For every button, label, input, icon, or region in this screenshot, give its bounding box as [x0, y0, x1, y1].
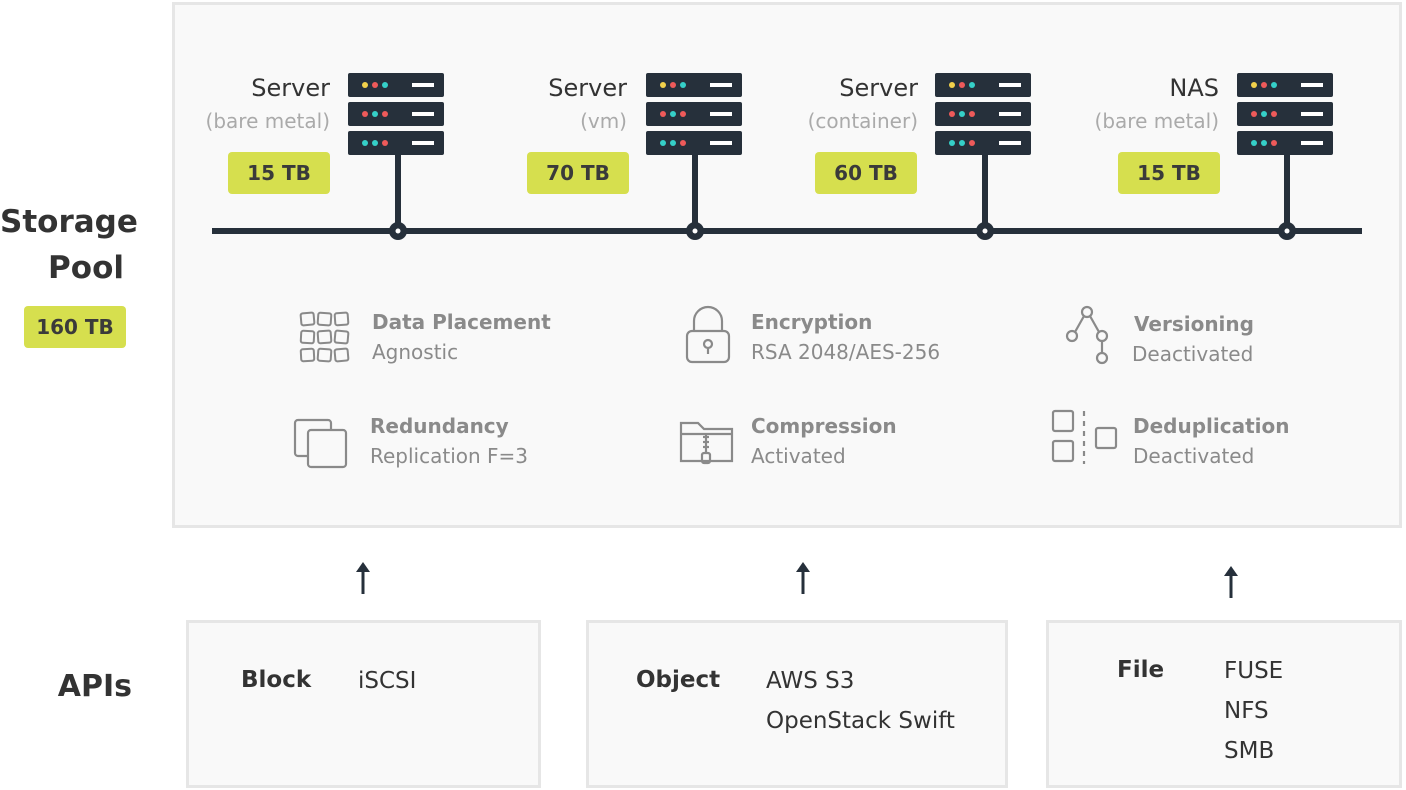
- server-type: (bare metal): [1094, 109, 1219, 133]
- server-stem-4: [1278, 150, 1296, 240]
- feature-title: Compression: [751, 414, 897, 438]
- api-protocol: NFS: [1224, 698, 1269, 724]
- server-capacity-badge: 15 TB: [1118, 152, 1220, 194]
- storage-pool-total-badge: 160 TB: [24, 306, 126, 348]
- storage-pool-title-line2: Pool: [48, 250, 124, 286]
- server-type: (bare metal): [205, 109, 330, 133]
- api-name: File: [1117, 657, 1165, 683]
- arrow-up-icon: [796, 562, 810, 594]
- api-protocol: iSCSI: [358, 668, 417, 694]
- server-stem-2: [686, 150, 704, 240]
- storage-pool-title-line1: Storage: [0, 204, 138, 240]
- server-rack-icon: [1237, 73, 1333, 155]
- server-rack-icon: [935, 73, 1031, 155]
- apis-title: APIs: [57, 669, 132, 704]
- feature-value: Replication F=3: [370, 444, 529, 468]
- server-stem-3: [976, 150, 994, 240]
- api-box-block: Block iSCSI: [186, 620, 541, 788]
- server-type: (container): [807, 109, 918, 133]
- feature-title: Data Placement: [372, 310, 551, 334]
- feature-value: Deactivated: [1133, 444, 1255, 468]
- feature-value: Agnostic: [372, 340, 459, 364]
- server-name: NAS: [1169, 74, 1219, 102]
- copies-icon: [293, 418, 348, 469]
- arrow-up-icon: [356, 562, 370, 594]
- server-capacity-badge: 15 TB: [228, 152, 330, 194]
- feature-title: Redundancy: [370, 414, 509, 438]
- server-name: Server: [548, 74, 627, 102]
- api-protocol: AWS S3: [766, 668, 855, 694]
- api-box-file: File FUSE NFS SMB: [1046, 620, 1402, 788]
- api-name: Block: [241, 667, 312, 693]
- feature-title: Deduplication: [1133, 414, 1290, 438]
- api-name: Object: [636, 667, 721, 693]
- server-name: Server: [251, 74, 330, 102]
- server-stem-1: [389, 150, 407, 240]
- api-box-object: Object AWS S3 OpenStack Swift: [586, 620, 1008, 788]
- arrow-up-icon: [1224, 566, 1238, 598]
- grid-icon: [299, 311, 350, 363]
- dedup-icon: [1051, 409, 1118, 464]
- server-capacity-badge: 70 TB: [527, 152, 629, 194]
- api-protocol: FUSE: [1224, 658, 1284, 684]
- feature-value: Activated: [751, 444, 846, 468]
- api-protocol: OpenStack Swift: [766, 708, 955, 734]
- server-capacity-badge: 60 TB: [815, 152, 917, 194]
- server-type: (vm): [580, 109, 627, 133]
- feature-value: Deactivated: [1132, 342, 1254, 366]
- api-protocol: SMB: [1224, 738, 1275, 764]
- branch-icon: [1065, 305, 1109, 365]
- lock-icon: [685, 305, 731, 364]
- feature-title: Encryption: [751, 310, 873, 334]
- feature-value: RSA 2048/AES-256: [751, 340, 941, 364]
- feature-title: Versioning: [1134, 312, 1254, 336]
- server-rack-icon: [348, 73, 444, 155]
- server-name: Server: [839, 74, 918, 102]
- zip-folder-icon: [679, 421, 734, 465]
- server-rack-icon: [646, 73, 742, 155]
